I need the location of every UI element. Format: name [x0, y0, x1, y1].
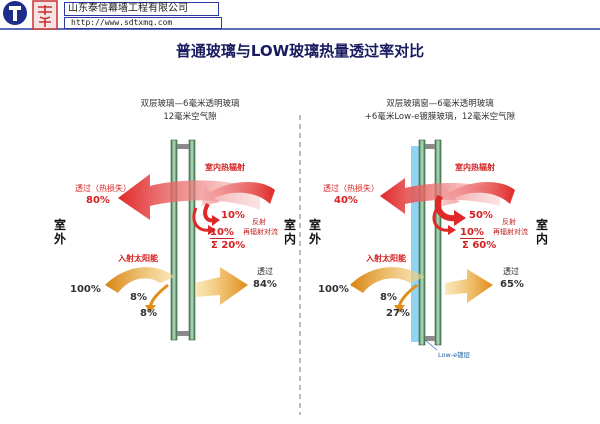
company-logo-icon	[3, 1, 27, 25]
right-solar-label: 入射太阳能	[366, 254, 406, 263]
right-outdoor-label: 室外	[308, 218, 321, 246]
right-reflect-label: 反射	[502, 218, 516, 226]
right-solar-reflect-value: 8%	[380, 292, 397, 303]
left-solar-transmit-value: 84%	[253, 279, 277, 290]
left-sum-value: Σ 20%	[211, 240, 246, 251]
right-sum-value: Σ 60%	[462, 240, 497, 251]
right-solar-value: 100%	[318, 284, 349, 295]
right-solar-transmit-value: 65%	[500, 279, 524, 290]
right-subtitle-line1: 双层玻璃窗—6毫米透明玻璃	[386, 99, 494, 109]
right-transmit-loss-value: 40%	[334, 195, 358, 206]
left-solar-reflect-value: 8%	[130, 292, 147, 303]
left-indoor-heat-label: 室内热辐射	[205, 163, 245, 172]
company-name: 山东泰信幕墙工程有限公司	[64, 2, 219, 16]
right-heat-arrows	[380, 178, 515, 235]
page-title: 普通玻璃与LOW玻璃热量透过率对比	[175, 42, 425, 60]
left-solar-transmit-label: 透过	[257, 267, 273, 276]
left-indoor-label: 室内	[283, 218, 296, 246]
right-subtitle-line2: +6毫米Low-e镀膜玻璃，12毫米空气隙	[364, 112, 516, 122]
left-reemit-value: 10%	[210, 227, 234, 239]
red-seal-icon	[32, 0, 58, 30]
left-glass-panes	[170, 139, 196, 341]
left-reflect-value: 10%	[221, 210, 245, 221]
right-glass-panes	[411, 139, 442, 351]
left-heat-arrows	[118, 174, 275, 235]
center-divider	[299, 115, 301, 415]
right-solar-arrows	[350, 267, 493, 313]
left-transmit-loss-label: 透过（热损失）	[75, 184, 131, 193]
left-reflect-label: 反射	[252, 218, 266, 226]
left-transmit-loss-value: 80%	[86, 195, 110, 206]
right-reemit-label: 再辐射对流	[493, 228, 528, 236]
right-reflect-value: 50%	[469, 210, 493, 221]
left-subtitle-line2: 12毫米空气隙	[163, 112, 217, 122]
left-solar-label: 入射太阳能	[118, 254, 158, 263]
left-solar-arrows	[105, 267, 248, 313]
left-outdoor-label: 室外	[53, 218, 66, 246]
left-solar-absorb-value: 8%	[140, 308, 157, 319]
right-solar-absorb-value: 27%	[386, 308, 410, 319]
lowe-coating-label: Low-e镀层	[438, 351, 471, 359]
header-bar	[0, 28, 600, 30]
right-transmit-loss-label: 透过（热损失）	[323, 184, 379, 193]
right-indoor-label: 室内	[535, 218, 548, 246]
left-subtitle-line1: 双层玻璃—6毫米透明玻璃	[140, 99, 240, 109]
right-solar-transmit-label: 透过	[503, 267, 519, 276]
company-url[interactable]: http://www.sdtxmq.com	[64, 17, 222, 29]
left-reemit-label: 再辐射对流	[243, 228, 278, 236]
right-reemit-value: 10%	[460, 227, 484, 239]
left-solar-value: 100%	[70, 284, 101, 295]
right-indoor-heat-label: 室内热辐射	[455, 163, 495, 172]
